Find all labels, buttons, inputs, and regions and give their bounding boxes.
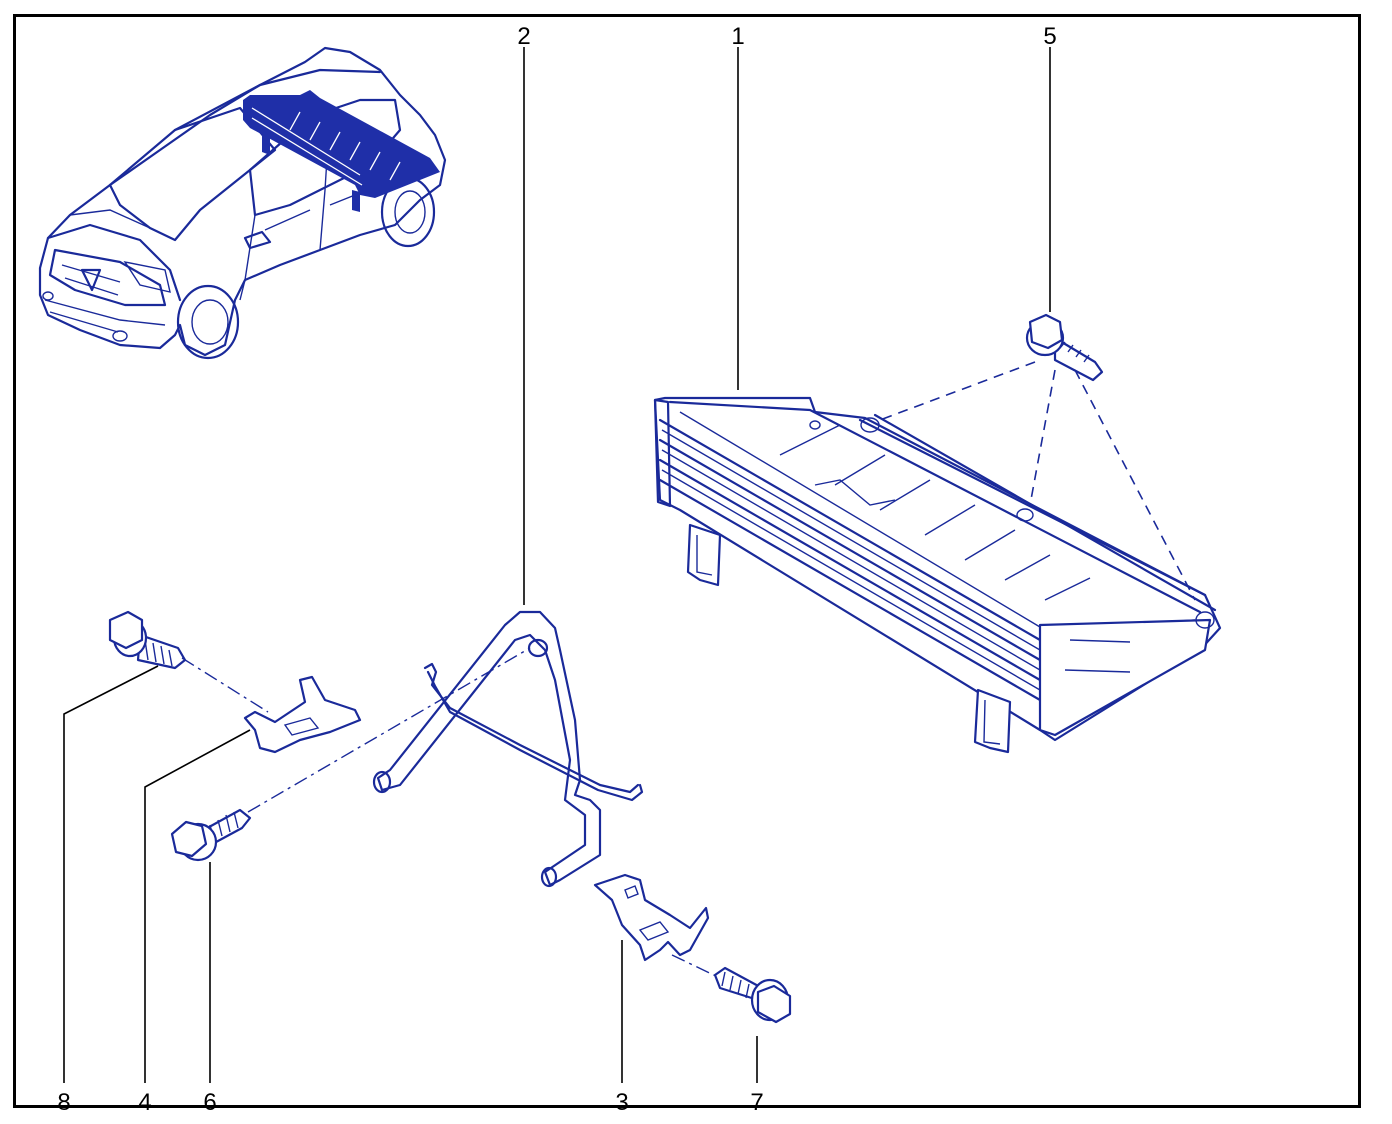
part-5-bolt	[1025, 313, 1104, 382]
callout-3: 3	[615, 1089, 628, 1116]
part-8-bolt	[108, 610, 187, 670]
callout-2: 2	[517, 23, 530, 50]
leader-lines	[63, 47, 1051, 1083]
callout-1: 1	[731, 23, 744, 50]
part-6-bolt	[170, 808, 252, 862]
part-3-clip	[593, 873, 710, 962]
callout-6: 6	[203, 1089, 216, 1116]
callout-5: 5	[1043, 23, 1056, 50]
part-7-bolt	[713, 966, 792, 1024]
callout-4: 4	[138, 1089, 151, 1116]
part-4-clip	[243, 675, 362, 754]
callout-7: 7	[750, 1089, 763, 1116]
car-illustration	[38, 46, 447, 360]
part-1-rack	[653, 396, 1222, 754]
part-2-bracket	[372, 610, 644, 888]
callout-8: 8	[57, 1089, 70, 1116]
